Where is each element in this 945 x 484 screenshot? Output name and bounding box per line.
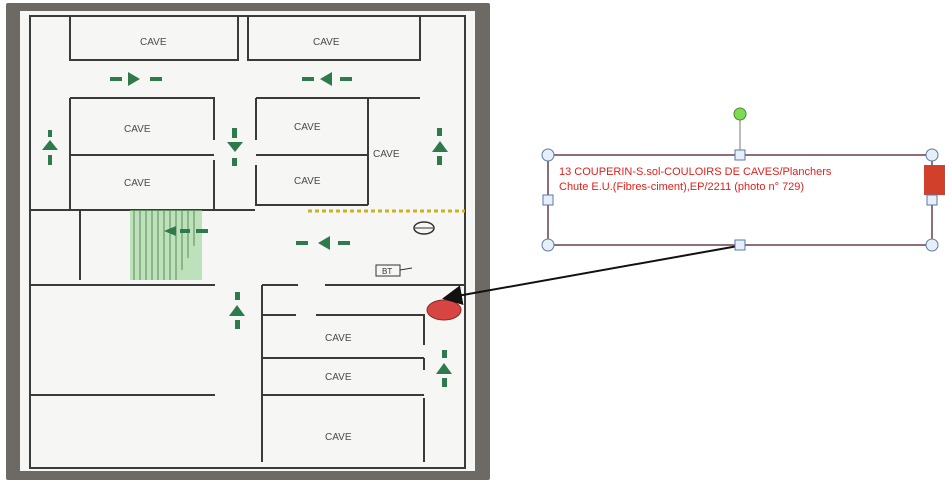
arrow-up-icon — [229, 292, 245, 329]
meter-symbol: BT — [375, 264, 413, 277]
callout-line-2: Chute E.U.(Fibres-ciment),EP/2211 (photo… — [559, 181, 804, 193]
resize-handle-bottom-left[interactable] — [541, 238, 555, 252]
arrow-up-icon — [42, 130, 58, 165]
plan-walls — [29, 15, 466, 469]
arrow-down-icon — [227, 128, 243, 166]
callout-box[interactable] — [547, 154, 933, 246]
location-marker — [426, 299, 462, 321]
room-label-cave: CAVE — [325, 333, 352, 344]
resize-handle-bottom[interactable] — [734, 239, 746, 251]
resize-handle-top-right[interactable] — [925, 148, 939, 162]
room-label-cave: CAVE — [325, 372, 352, 383]
arrow-left-icon — [296, 236, 350, 250]
room-label-cave: CAVE — [124, 124, 151, 135]
resize-handle-left[interactable] — [542, 194, 554, 206]
arrow-left-icon — [164, 226, 208, 236]
connector-arrow[interactable] — [442, 245, 739, 306]
resize-handle-right[interactable] — [926, 194, 938, 206]
arrow-up-icon — [436, 350, 452, 387]
resize-handle-top-left[interactable] — [541, 148, 555, 162]
resize-handle-bottom-right[interactable] — [925, 238, 939, 252]
staircase — [130, 210, 202, 280]
callout-line-1: 13 COUPERIN-S.sol-COULOIRS DE CAVES/Plan… — [559, 166, 832, 178]
room-label-cave: CAVE — [294, 122, 321, 133]
arrow-right-icon — [110, 72, 162, 86]
room-label-cave: CAVE — [313, 37, 340, 48]
callout-textbox[interactable]: 13 COUPERIN-S.sol-COULOIRS DE CAVES/Plan… — [541, 107, 945, 252]
plan-sheet — [20, 11, 475, 471]
room-label-cave: CAVE — [140, 37, 167, 48]
room-label-cave: CAVE — [294, 176, 321, 187]
evacuation-arrows — [42, 72, 452, 387]
equipment-symbol-icon — [413, 221, 435, 235]
arrow-up-icon — [432, 128, 448, 165]
room-label-cave: CAVE — [373, 149, 400, 160]
resize-handle-top[interactable] — [734, 149, 746, 161]
room-label-cave: CAVE — [124, 178, 151, 189]
room-label-cave: CAVE — [325, 432, 352, 443]
rotation-handle[interactable] — [733, 107, 747, 121]
meter-label: BT — [382, 267, 392, 276]
clipped-shape — [924, 165, 945, 195]
arrow-left-icon — [302, 72, 352, 86]
